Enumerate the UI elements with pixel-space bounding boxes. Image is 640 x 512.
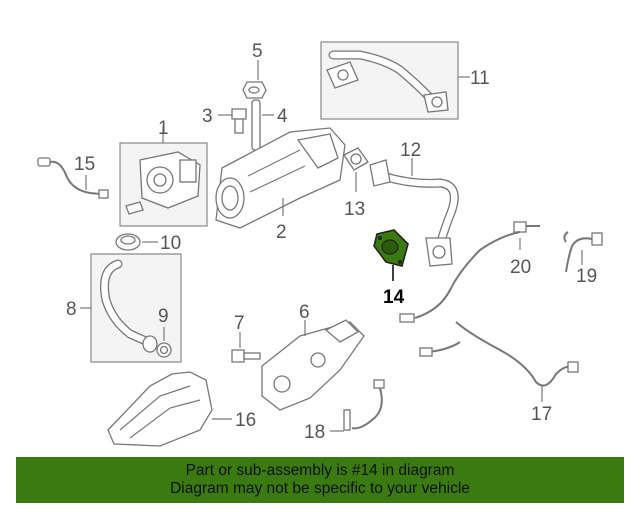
banner-line-1: Part or sub-assembly is #14 in diagram [185,462,455,479]
callout-10[interactable]: 10 [160,233,181,254]
part-6-housing[interactable] [261,319,365,411]
part-18-sensor[interactable] [343,379,385,431]
part-2-egr-cooler[interactable] [215,127,346,229]
banner-line-2: Diagram may not be specific to your vehi… [170,480,470,497]
part-10-cap[interactable] [115,233,141,251]
callout-8[interactable]: 8 [66,299,77,320]
callout-19[interactable]: 19 [576,266,597,287]
callout-3[interactable]: 3 [202,106,213,127]
parts-diagram: 5 3 4 11 1 15 [37,41,603,447]
callout-4[interactable]: 4 [277,106,288,127]
part-3-bolt[interactable] [231,108,247,134]
callout-9[interactable]: 9 [158,306,169,327]
callout-11[interactable]: 11 [470,68,490,89]
callout-15[interactable]: 15 [74,154,95,175]
part-9-oring[interactable] [156,342,172,358]
callout-20[interactable]: 20 [510,257,531,278]
part-15-sensor[interactable] [37,157,109,199]
part-1-egr-valve[interactable] [125,151,201,215]
callout-5[interactable]: 5 [252,41,263,62]
part-12-egr-pipe[interactable] [369,159,459,267]
callout-13[interactable]: 13 [344,199,365,220]
info-banner: Part or sub-assembly is #14 in diagram D… [16,457,624,503]
callout-6[interactable]: 6 [299,302,310,323]
callout-1[interactable]: 1 [158,118,169,139]
part-16-heat-shield[interactable] [107,371,213,447]
callout-14[interactable]: 14 [383,287,405,308]
part-13-gasket[interactable] [343,147,369,171]
part-8-hose[interactable] [100,259,158,353]
callout-17[interactable]: 17 [531,404,552,425]
part-17-sensor[interactable] [419,321,579,387]
callout-18[interactable]: 18 [304,422,325,443]
callout-16[interactable]: 16 [235,410,256,431]
part-7-bolt[interactable] [231,349,261,363]
callout-12[interactable]: 12 [400,140,421,161]
callout-7[interactable]: 7 [234,313,245,334]
part-4-stud[interactable] [251,99,261,151]
part-11-egr-pipe[interactable] [326,50,449,113]
part-20-sensor[interactable] [399,221,540,323]
part-5-nut[interactable] [242,81,267,99]
part-19-sensor[interactable] [563,231,603,273]
part-14-gasket[interactable] [373,229,409,267]
callout-2[interactable]: 2 [276,222,287,243]
